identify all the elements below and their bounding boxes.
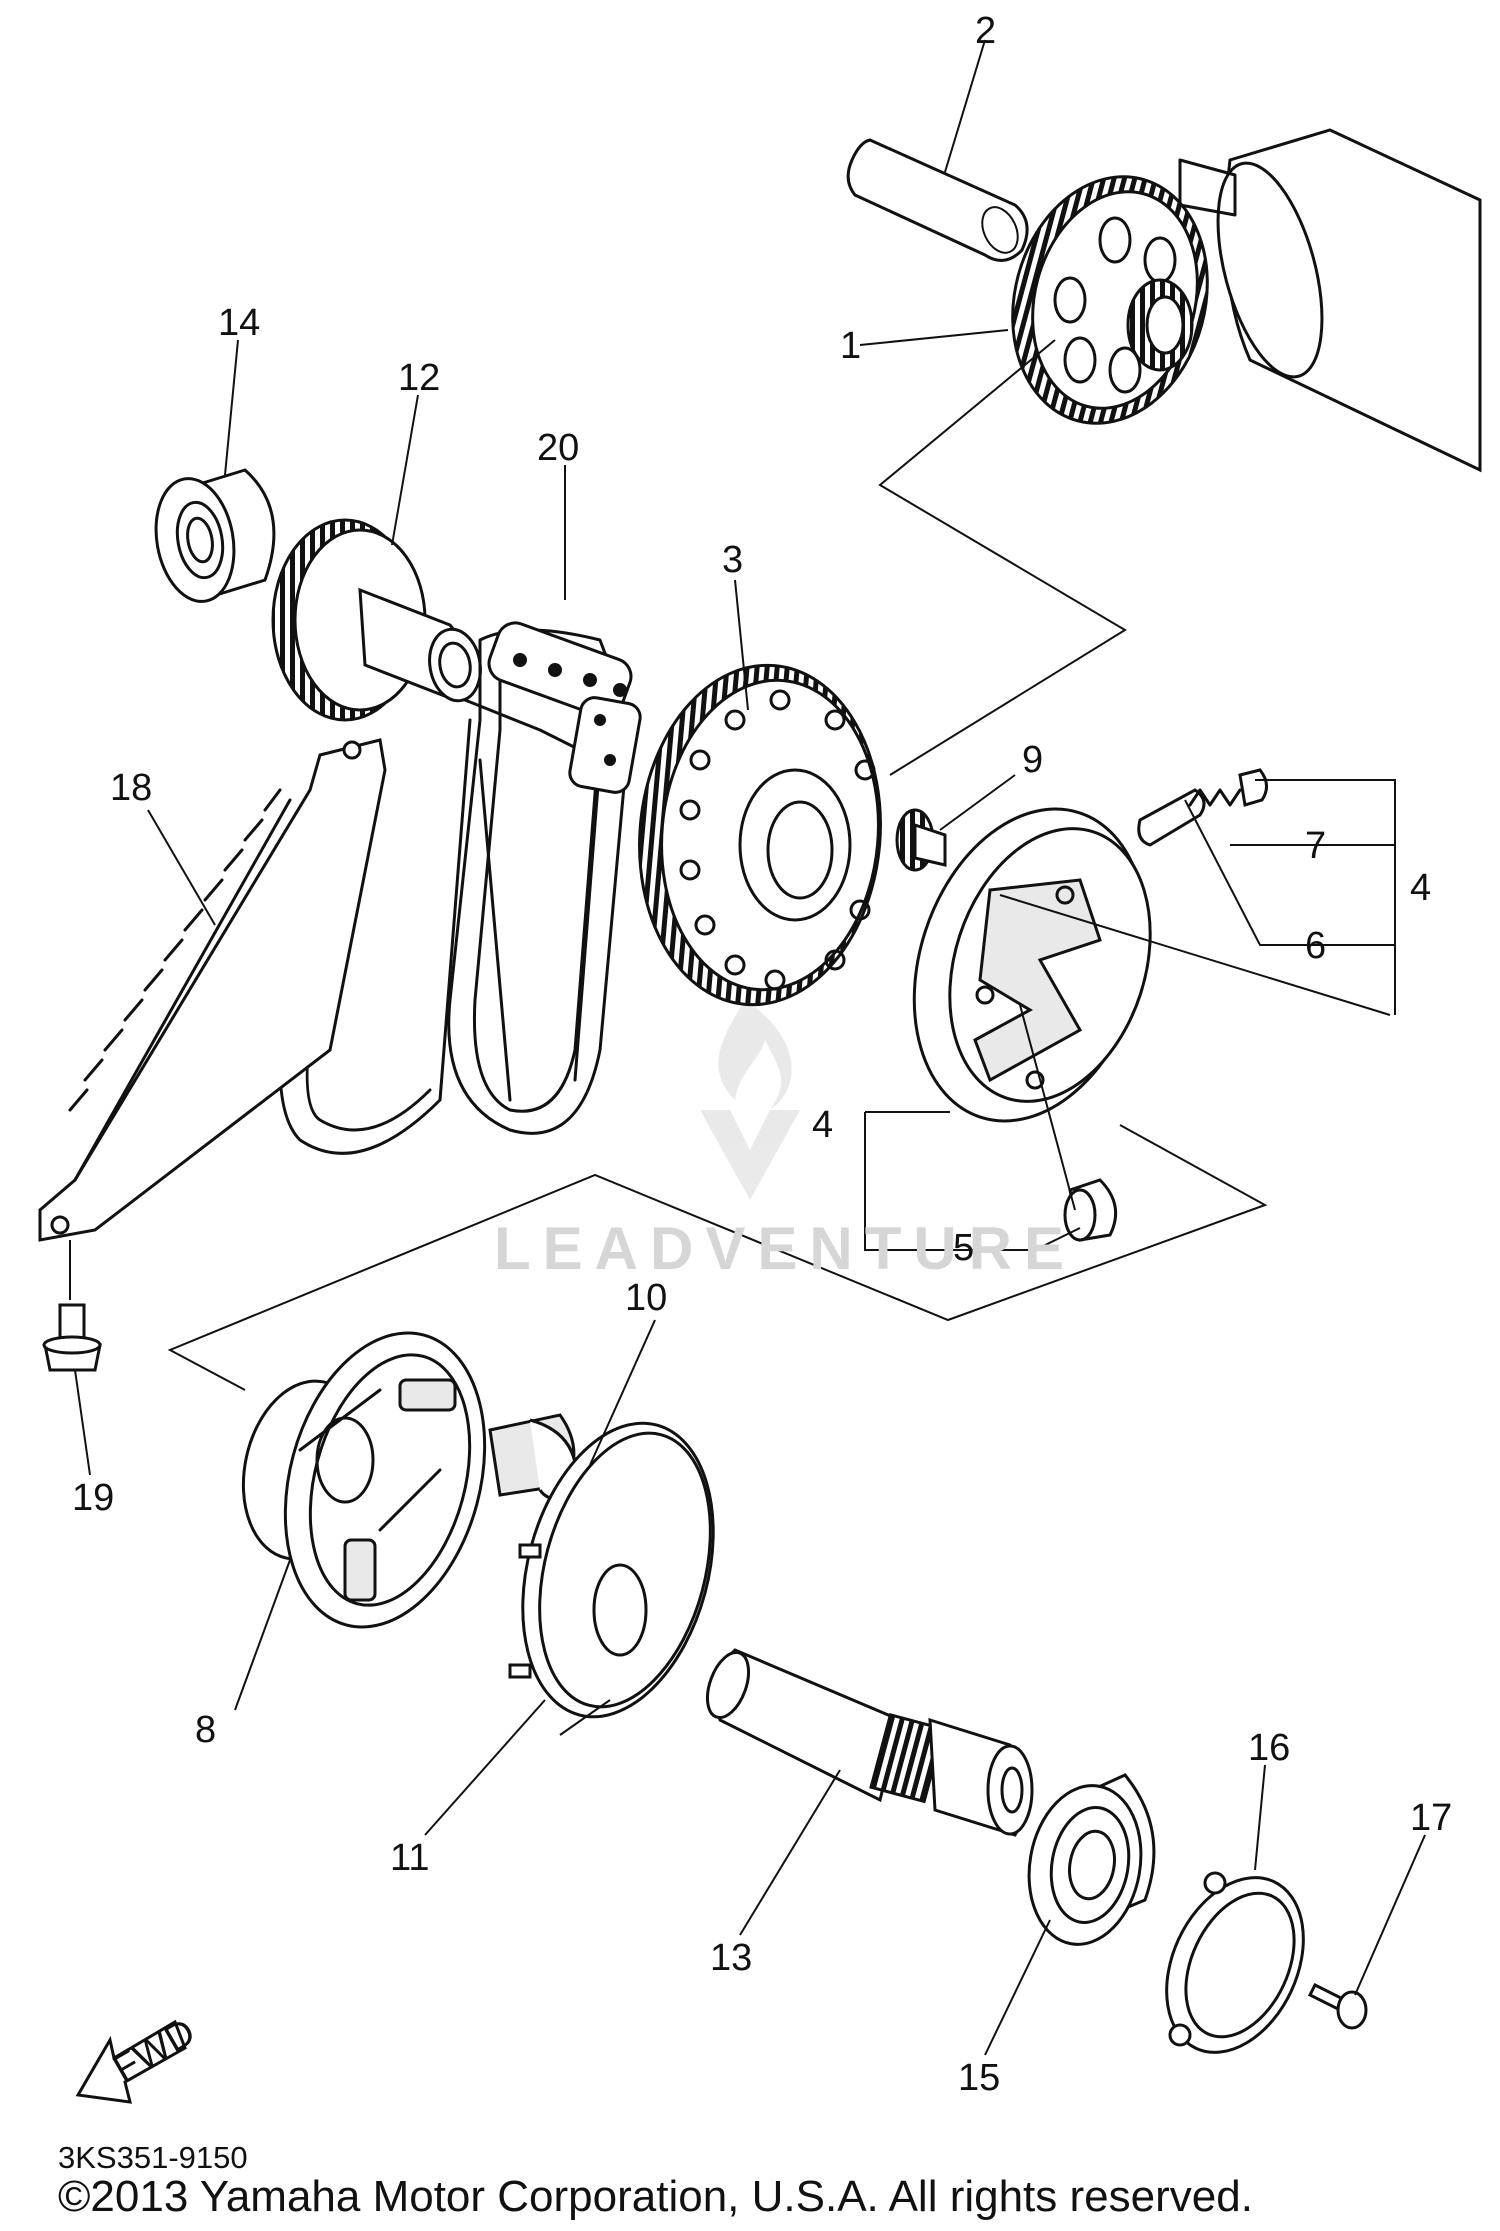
callout-15: 15 [958, 2057, 1000, 2099]
part-9-small-gear [895, 808, 947, 872]
part-11-clutch-disc [508, 1421, 715, 1719]
callout-9: 9 [1022, 739, 1043, 781]
callout-17: 17 [1410, 1797, 1452, 1839]
part-14-bearing [154, 468, 276, 603]
part-3-clutch-gear [638, 663, 882, 1007]
copyright: ©2013 Yamaha Motor Corporation, U.S.A. A… [58, 2172, 1253, 2221]
callout-19: 19 [72, 1477, 114, 1519]
part-18-chain-guide [38, 738, 387, 1242]
part-1-idler-gear [1011, 175, 1209, 425]
part-19-bolt [42, 1303, 102, 1372]
part-12-drive-gear [271, 518, 482, 722]
part-7-spring [1188, 768, 1268, 807]
callout-3: 3 [722, 539, 743, 581]
fwd-label: FWD [106, 2011, 202, 2091]
callout-6: 6 [1305, 925, 1326, 967]
part-8-clutch-outer [241, 1331, 487, 1629]
callout-16: 16 [1248, 1727, 1290, 1769]
part-2-pin [846, 138, 1029, 262]
part-17-screw [1307, 1982, 1368, 2030]
callout-13: 13 [710, 1937, 752, 1979]
part-16-retainer [1165, 1871, 1305, 2054]
callout-2: 2 [975, 10, 996, 52]
callout-7: 7 [1305, 825, 1326, 867]
part-15-bearing [1027, 1773, 1156, 1946]
starter-motor-housing [1178, 128, 1482, 473]
callout-labels: 1 2 3 4 4 5 6 7 8 9 10 11 12 13 14 15 16… [72, 10, 1452, 2099]
callout-4b: 4 [812, 1104, 833, 1146]
callout-5: 5 [953, 1227, 974, 1269]
assembly-lines [69, 339, 1391, 1736]
callout-14: 14 [218, 302, 260, 344]
part-5-roller [1063, 1178, 1118, 1242]
callout-8: 8 [195, 1709, 216, 1751]
callout-11: 11 [390, 1837, 429, 1879]
callout-brackets [864, 779, 1396, 1251]
callout-1: 1 [840, 325, 861, 367]
callout-4a: 4 [1410, 867, 1431, 909]
fwd-arrow-icon: FWD [75, 2011, 202, 2104]
watermark-logo [700, 1000, 800, 1200]
part-13-shaft [705, 1648, 1034, 1837]
watermark-text: LEADVENTURE [494, 1215, 1077, 1282]
leader-lines [74, 39, 1426, 2056]
callout-20: 20 [537, 427, 579, 469]
part-code: 3KS351-9150 [58, 2140, 248, 2175]
callout-18: 18 [110, 767, 152, 809]
callout-10: 10 [625, 1277, 667, 1319]
callout-12: 12 [398, 357, 440, 399]
part-4-clutch-housing [912, 807, 1152, 1123]
